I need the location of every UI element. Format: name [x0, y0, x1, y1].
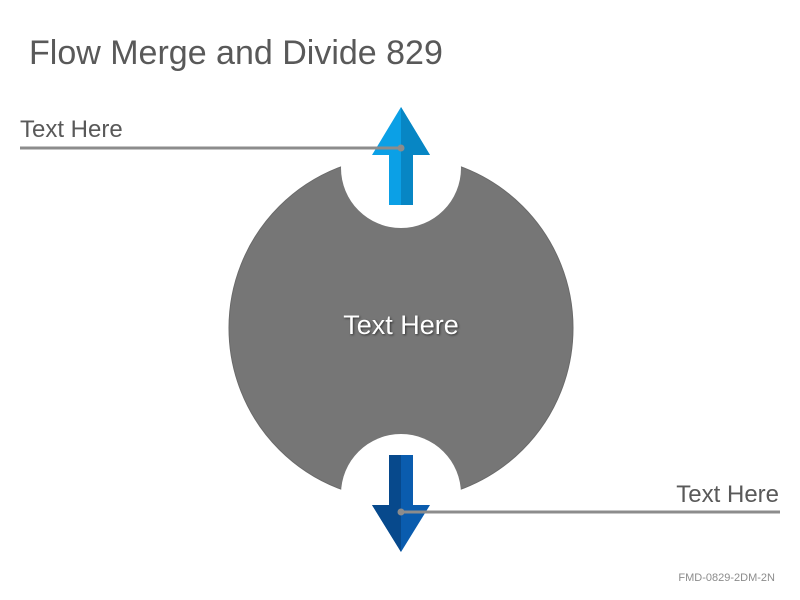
top-text-label: Text Here — [20, 116, 123, 143]
center-text-label: Text Here — [343, 310, 459, 340]
slide-code: FMD-0829-2DM-2N — [678, 572, 775, 584]
bottom-text-label: Text Here — [676, 481, 779, 508]
down-arrow-icon — [372, 455, 430, 552]
bottom-connector-dot — [397, 508, 405, 516]
top-connector-dot — [397, 144, 405, 152]
slide-title: Flow Merge and Divide 829 — [29, 34, 443, 72]
up-arrow-icon — [372, 107, 430, 205]
